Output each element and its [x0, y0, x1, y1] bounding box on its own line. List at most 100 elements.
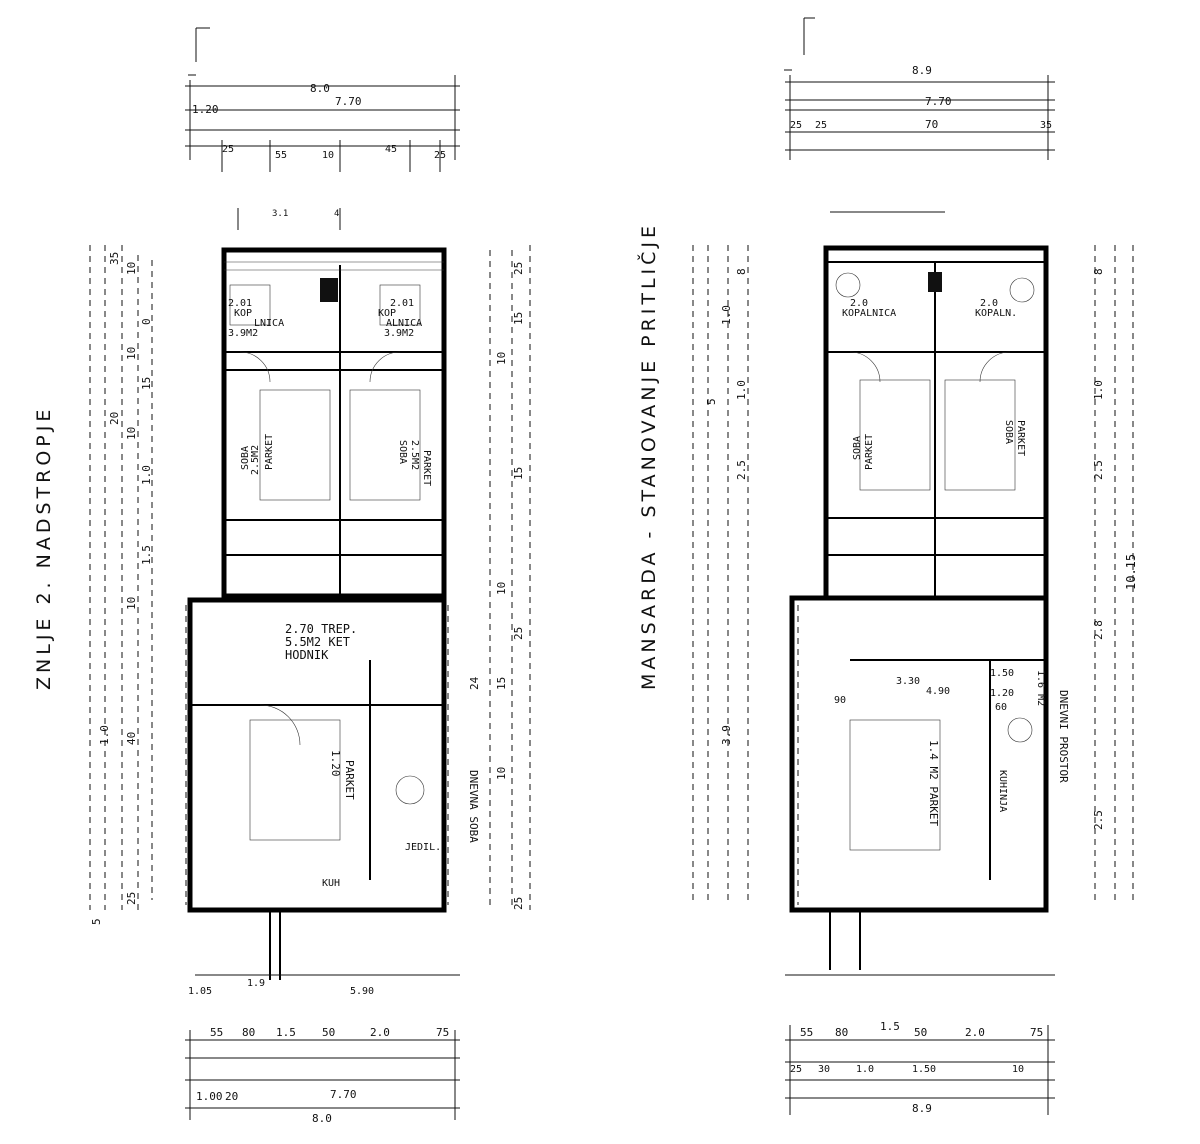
- left-plan-right-dim-7: 15: [495, 677, 508, 690]
- left-plan-right-dim-6: 25: [512, 627, 525, 640]
- svg-text:HODNIK: HODNIK: [285, 648, 329, 662]
- right-bottom-r2-5: 10: [1012, 1064, 1024, 1075]
- left-top-total: 8.0: [310, 82, 330, 95]
- left-room-kopalnica-2: 2.01 KOP ALNICA 3.9M2: [378, 298, 422, 339]
- left-side-dim-1: 10: [125, 262, 138, 275]
- svg-text:KUHINJA: KUHINJA: [997, 770, 1008, 812]
- right-bottom-r2-3: 1.0: [856, 1064, 874, 1075]
- svg-text:3.9M2: 3.9M2: [228, 328, 258, 339]
- right-left-dim-1: 8: [735, 268, 748, 275]
- left-room-kuhinja: KUH JEDIL.: [322, 842, 441, 889]
- left-bottom-r1-3: 1.5: [276, 1026, 296, 1039]
- left-top-d1: 7.70: [335, 95, 362, 108]
- svg-text:KOP: KOP: [378, 308, 396, 319]
- right-dim-e: 60: [995, 702, 1007, 713]
- svg-text:KOPALNICA: KOPALNICA: [842, 308, 896, 319]
- left-building-walls: [185, 247, 449, 980]
- svg-text:3.9M2: 3.9M2: [384, 328, 414, 339]
- svg-text:2.01: 2.01: [390, 298, 414, 309]
- left-plan-right-dim-8: 24: [468, 676, 481, 690]
- left-side-dim-5: 15: [140, 377, 153, 390]
- right-room-labels: 2.0 KOPALNICA 2.0 KOPALN. SOBA PARKET SO…: [834, 298, 1070, 826]
- left-plan: 8.0 7.70 1.20 25 55 10 45 25 3.1 4 ZNLJE…: [33, 27, 531, 1125]
- right-top-sub-2: 25: [815, 120, 827, 131]
- left-bottom-r1-5: 2.0: [370, 1026, 390, 1039]
- svg-text:JEDIL.: JEDIL.: [405, 842, 441, 853]
- right-top-d1: 7.70: [925, 95, 952, 108]
- left-top-sub-2: 55: [275, 150, 287, 161]
- right-bottom-r1-1: 55: [800, 1026, 813, 1039]
- svg-text:PARKET: PARKET: [264, 434, 275, 470]
- left-plan-right-dim-10: 25: [512, 897, 525, 910]
- left-plan-right-dim-3: 10: [495, 352, 508, 365]
- svg-text:1.4 M2 PARKET: 1.4 M2 PARKET: [927, 740, 940, 826]
- svg-text:2.0: 2.0: [850, 298, 868, 309]
- right-dim-b: 4.90: [926, 686, 950, 697]
- left-bottom-extra-1: 1.05: [188, 986, 212, 997]
- left-bottom-dimensions: 55 80 1.5 50 2.0 75 1.00 20 7.70 8.0 1.0…: [185, 974, 460, 1125]
- svg-text:KOP: KOP: [234, 308, 252, 319]
- left-bottom-r2-3: 7.70: [330, 1088, 357, 1101]
- right-right-dim-1: 8: [1092, 268, 1105, 275]
- left-top-sub-1: 25: [222, 144, 234, 155]
- right-bottom-r1-2: 80: [835, 1026, 848, 1039]
- right-room-kopalnica-1: 2.0 KOPALNICA: [842, 298, 896, 319]
- svg-text:PARKET: PARKET: [421, 450, 432, 486]
- right-bottom-dimensions: 55 80 1.5 50 2.0 75 25 30 1.0 1.50 10 8.…: [785, 974, 1055, 1115]
- left-room-labels: 2.01 KOP LNICA 3.9M2 2.01 KOP ALNICA 3.9…: [228, 298, 480, 889]
- left-side-dim-8: 1.0: [140, 465, 153, 485]
- left-plan-right-dim-9: 10: [495, 767, 508, 780]
- left-room-soba-1: SOBA 2.5M2 PARKET: [240, 434, 275, 475]
- svg-text:PARKET: PARKET: [864, 434, 875, 470]
- right-bottom-r2-2: 30: [818, 1064, 830, 1075]
- right-left-dim-6: 3.9: [720, 725, 733, 745]
- left-plan-right-dim-4: 15: [512, 467, 525, 480]
- left-bottom-r1-4: 50: [322, 1026, 335, 1039]
- left-bottom-r1-6: 75: [436, 1026, 449, 1039]
- right-bottom-r1-4: 50: [914, 1026, 927, 1039]
- right-left-dim-4: 1.0: [735, 380, 748, 400]
- svg-text:5.5M2 KET: 5.5M2 KET: [285, 635, 350, 649]
- left-top-mark-2: 4: [334, 209, 339, 219]
- svg-text:KUH: KUH: [322, 878, 340, 889]
- right-right-dim-6: 2.5: [1092, 810, 1105, 830]
- right-bottom-total: 8.9: [912, 1102, 932, 1115]
- svg-text:ALNICA: ALNICA: [386, 318, 422, 329]
- left-top-dimensions: 8.0 7.70 1.20 25 55 10 45 25 3.1 4: [185, 75, 460, 230]
- right-bottom-r1-6: 75: [1030, 1026, 1043, 1039]
- left-side-dim-14: 1.0: [98, 725, 111, 745]
- section-marker-icon: [188, 27, 210, 76]
- svg-text:DNEVNI PROSTOR: DNEVNI PROSTOR: [1057, 690, 1070, 783]
- right-plan-right-dimensions: 8 1.0 2.5 10.15 2.8 2.5: [1092, 245, 1138, 905]
- left-top-left: 1.20: [192, 103, 219, 116]
- left-vertical-title: ZNLJE 2. NADSTROPJE: [33, 406, 55, 690]
- left-bottom-extra-2: 1.9: [247, 978, 265, 989]
- left-room-dnevna: DNEVNA SOBA 1.20 PARKET: [329, 750, 480, 843]
- svg-text:SOBA: SOBA: [240, 446, 251, 470]
- right-left-dim-5: 2.5: [735, 460, 748, 480]
- left-side-dim-13: 5: [90, 918, 103, 925]
- right-room-kopalnica-2: 2.0 KOPALN.: [975, 298, 1017, 319]
- left-side-dim-12: 25: [125, 892, 138, 905]
- left-plan-right-dim-1: 25: [512, 262, 525, 275]
- svg-text:SOBA: SOBA: [852, 436, 863, 460]
- right-room-dnevni: DNEVNI PROSTOR 1.4 M2 PARKET: [927, 690, 1070, 826]
- right-room-soba-1: SOBA PARKET: [852, 434, 875, 470]
- right-top-d2: 70: [925, 118, 938, 131]
- left-side-dim-4: 10: [125, 347, 138, 360]
- left-top-sub-4: 45: [385, 144, 397, 155]
- right-left-dim-2: 1.0: [720, 305, 733, 325]
- left-bottom-r1-2: 80: [242, 1026, 255, 1039]
- left-bottom-total: 8.0: [312, 1112, 332, 1125]
- right-right-dim-5: 2.8: [1092, 620, 1105, 640]
- right-room-kuhinja: KUHINJA 1.6 M2: [997, 670, 1046, 812]
- left-room-soba-2: SOBA 2.5M2 PARKET: [397, 440, 432, 486]
- svg-text:PARKET: PARKET: [343, 760, 356, 800]
- right-right-dim-4: 10.15: [1124, 554, 1138, 590]
- svg-text:LNICA: LNICA: [254, 318, 284, 329]
- right-left-dim-3: 5: [705, 398, 718, 405]
- right-top-sub-1: 25: [790, 120, 802, 131]
- svg-text:2.5M2: 2.5M2: [250, 445, 261, 475]
- right-vertical-title: MANSARDA - STANOVANJE PRITLIČJE: [636, 222, 660, 690]
